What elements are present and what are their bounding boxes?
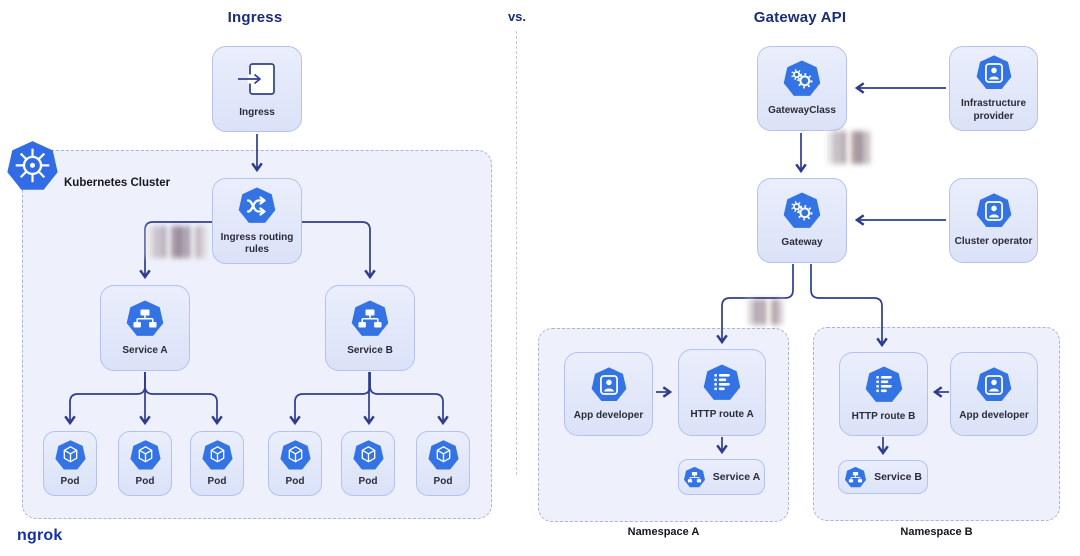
node-app-developer-a: App developer	[564, 352, 653, 436]
node-pod-1: Pod	[43, 431, 97, 496]
node-pod-4: Pod	[268, 431, 322, 496]
node-http-route-a: HTTP route A	[678, 349, 766, 436]
node-label: Ingress	[239, 106, 275, 118]
node-label: Pod	[207, 475, 227, 487]
node-label: Pod	[358, 475, 378, 487]
node-cluster-operator: Cluster operator	[949, 178, 1038, 263]
node-ingress: Ingress	[212, 46, 302, 132]
column-divider	[516, 31, 517, 475]
node-label: Ingress routing rules	[220, 231, 294, 255]
ingress-column-title: Ingress	[227, 9, 283, 26]
route-list-icon	[864, 365, 904, 405]
node-label: Service B	[874, 470, 922, 483]
service-icon	[350, 299, 390, 339]
pod-icon	[54, 439, 87, 472]
blurred-artifact-top-right	[826, 131, 876, 164]
node-label: App developer	[573, 409, 644, 421]
ingress-door-icon	[234, 59, 280, 101]
person-icon	[975, 192, 1013, 230]
person-icon	[975, 366, 1013, 404]
kubernetes-logo-icon	[5, 139, 60, 194]
pod-icon	[427, 439, 460, 472]
node-pod-2: Pod	[118, 431, 172, 496]
gears-icon	[782, 59, 822, 99]
node-label: Pod	[135, 475, 155, 487]
node-gatewayclass: GatewayClass	[757, 46, 847, 131]
service-icon	[125, 299, 165, 339]
gateway-api-column-title: Gateway API	[753, 9, 847, 26]
gears-icon	[782, 191, 822, 231]
node-infrastructure-provider: Infrastructure provider	[949, 46, 1038, 131]
pod-icon	[279, 439, 312, 472]
node-pod-5: Pod	[341, 431, 395, 496]
kubernetes-cluster-label: Kubernetes Cluster	[64, 177, 171, 189]
node-http-route-b: HTTP route B	[839, 352, 928, 436]
pod-icon	[201, 439, 234, 472]
node-service-b-pill: Service B	[838, 460, 928, 494]
node-service-b: Service B	[325, 285, 415, 371]
node-label: GatewayClass	[768, 105, 836, 117]
node-label: Gateway	[781, 237, 823, 249]
node-label: HTTP route B	[851, 410, 916, 422]
node-gateway: Gateway	[757, 178, 847, 263]
node-ingress-routing-rules: Ingress routing rules	[212, 178, 302, 264]
node-label: HTTP route A	[690, 409, 754, 421]
node-label: App developer	[959, 409, 1029, 421]
node-app-developer-b: App developer	[950, 352, 1038, 436]
blurred-artifact-mid-right	[746, 299, 784, 325]
node-pod-3: Pod	[190, 431, 244, 496]
namespace-b-label: Namespace B	[900, 526, 973, 538]
node-label: Pod	[285, 475, 305, 487]
node-label: Pod	[60, 475, 80, 487]
node-label: Service A	[712, 470, 761, 483]
service-icon	[683, 466, 706, 489]
person-icon	[590, 366, 628, 404]
node-pod-6: Pod	[416, 431, 470, 496]
person-icon	[975, 54, 1013, 92]
pod-icon	[352, 439, 385, 472]
node-label: Service B	[347, 344, 393, 356]
node-label: Pod	[433, 475, 453, 487]
node-service-a-pill: Service A	[678, 459, 765, 495]
service-icon	[844, 466, 867, 489]
ngrok-logo: ngrok	[17, 527, 63, 544]
node-label: Infrastructure provider	[960, 98, 1026, 122]
node-label: Service A	[122, 344, 168, 356]
pod-icon	[129, 439, 162, 472]
versus-label: vs.	[507, 9, 527, 24]
routing-shuffle-icon	[237, 186, 277, 226]
blurred-artifact-left	[146, 226, 208, 258]
node-label: Cluster operator	[954, 236, 1033, 248]
node-service-a: Service A	[100, 285, 190, 371]
route-list-icon	[702, 363, 742, 403]
namespace-a-label: Namespace A	[627, 526, 700, 538]
